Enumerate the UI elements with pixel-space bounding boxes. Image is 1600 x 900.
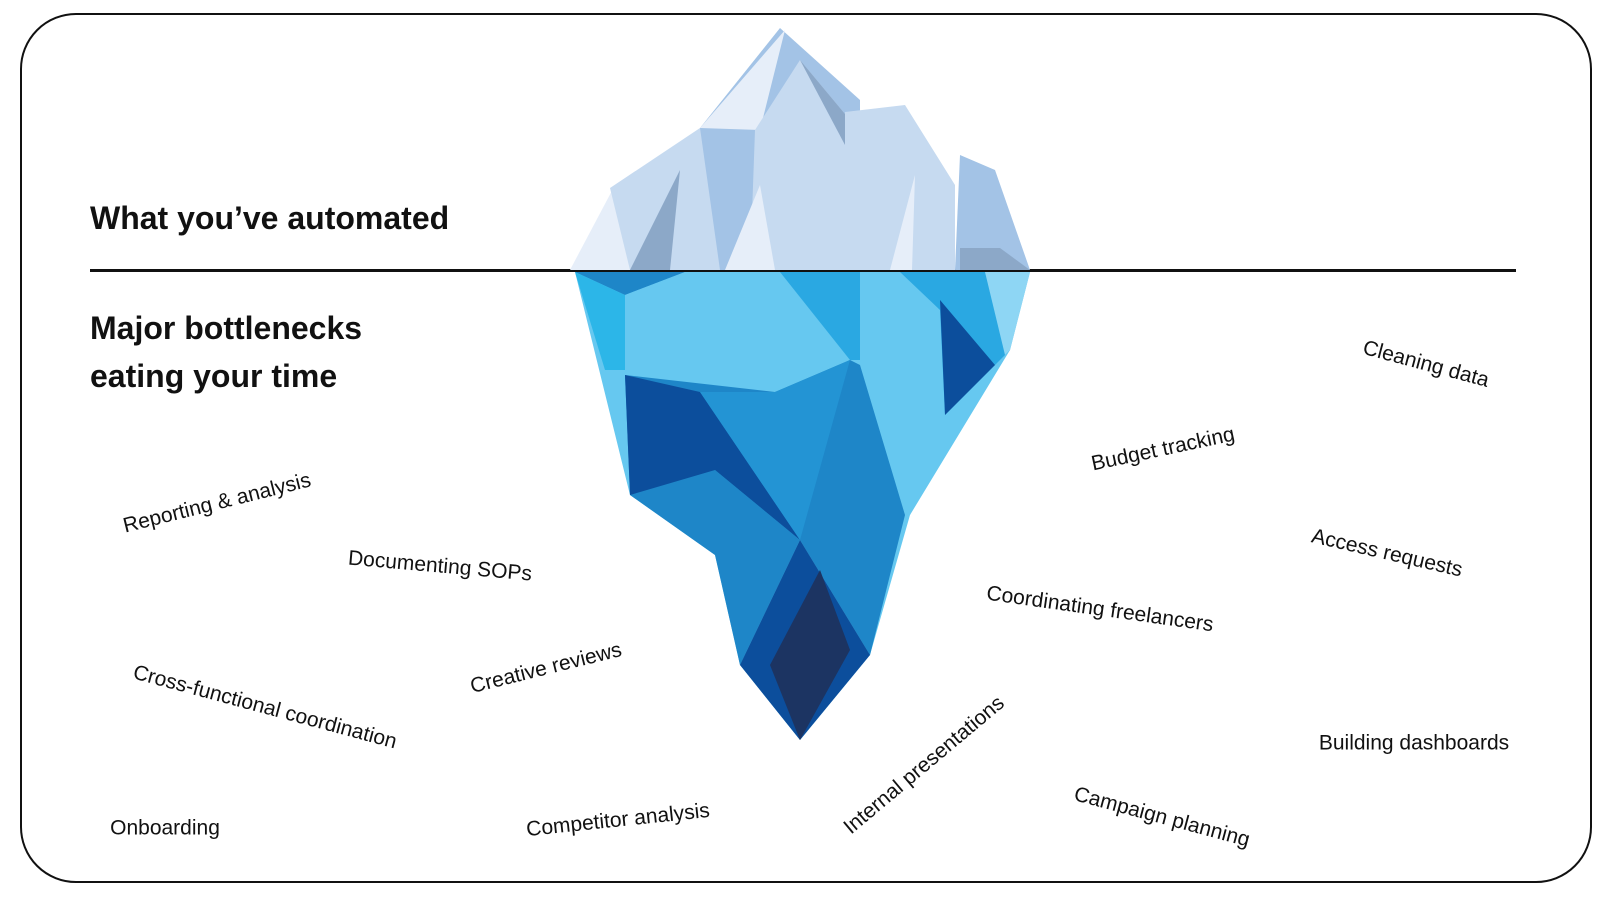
waterline-divider — [90, 269, 1516, 272]
iceberg-illustration — [570, 28, 1030, 740]
slide-frame — [20, 13, 1592, 883]
label-onboarding: Onboarding — [110, 816, 220, 840]
automated-heading: What you’ve automated — [90, 200, 450, 236]
bottlenecks-heading-line1: Major bottlenecks — [90, 310, 363, 346]
iceberg-tip — [570, 28, 1030, 270]
iceberg-underwater — [575, 272, 1030, 740]
bottlenecks-heading-line2: eating your time — [90, 358, 338, 394]
label-building-dashboards: Building dashboards — [1318, 731, 1510, 755]
